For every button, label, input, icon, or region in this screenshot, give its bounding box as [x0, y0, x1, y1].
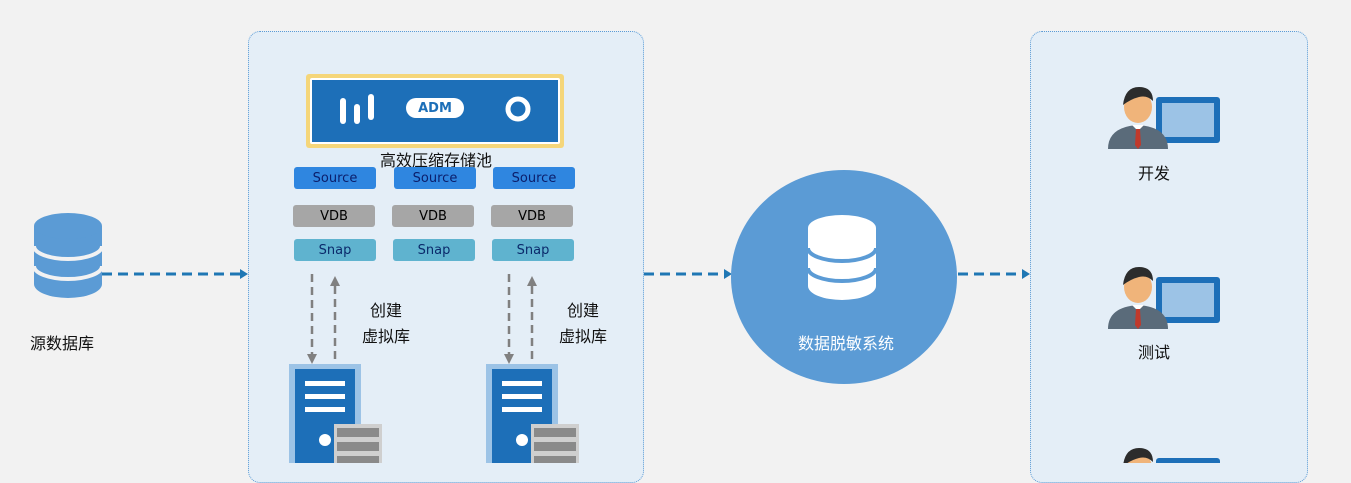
create-label-2: 创建 虚拟库: [559, 298, 607, 350]
source-tag-2: Source: [394, 167, 476, 189]
source-tag-3: Source: [493, 167, 575, 189]
server-icon-2: [486, 364, 579, 463]
create-label-2-line1: 创建: [567, 301, 600, 320]
snap-tag-1: Snap: [294, 239, 376, 261]
developer-user-icon: [1108, 87, 1220, 149]
ring-icon: [505, 96, 531, 122]
arrow-masking-to-users: [958, 269, 1030, 279]
create-label-2-line2: 虚拟库: [559, 327, 608, 346]
dashed-arrow-up-1: [330, 276, 340, 366]
vdb-tag-1: VDB: [293, 205, 375, 227]
arrow-pool-to-masking: [644, 269, 732, 279]
developer-label: 开发: [1138, 164, 1171, 183]
create-label-1-line1: 创建: [370, 301, 403, 320]
snap-tag-2: Snap: [393, 239, 475, 261]
dashed-arrow-down-2: [504, 274, 514, 364]
create-label-1: 创建 虚拟库: [362, 298, 410, 350]
snap-tag-3: Snap: [492, 239, 574, 261]
adm-badge: ADM: [406, 98, 464, 118]
vdb-tag-3: VDB: [491, 205, 573, 227]
arrow-source-to-pool: [102, 269, 248, 279]
dashed-arrow-up-2: [527, 276, 537, 366]
data-masking-label: 数据脱敏系统: [798, 334, 895, 353]
create-label-1-line2: 虚拟库: [362, 327, 411, 346]
user-icon-3: [1123, 448, 1220, 463]
source-database-icon: [32, 213, 104, 298]
tester-user-icon: [1108, 267, 1220, 329]
source-tag-1: Source: [294, 167, 376, 189]
storage-pool-label: 高效压缩存储池: [380, 151, 493, 170]
server-icon-1: [289, 364, 382, 463]
vdb-tag-2: VDB: [392, 205, 474, 227]
masking-database-icon: [806, 215, 878, 300]
adm-device: ADM: [306, 74, 564, 148]
tester-label: 测试: [1138, 343, 1171, 362]
source-database-label: 源数据库: [30, 334, 95, 353]
dashed-arrow-down-1: [307, 274, 317, 364]
signal-bars-icon: [340, 94, 374, 124]
